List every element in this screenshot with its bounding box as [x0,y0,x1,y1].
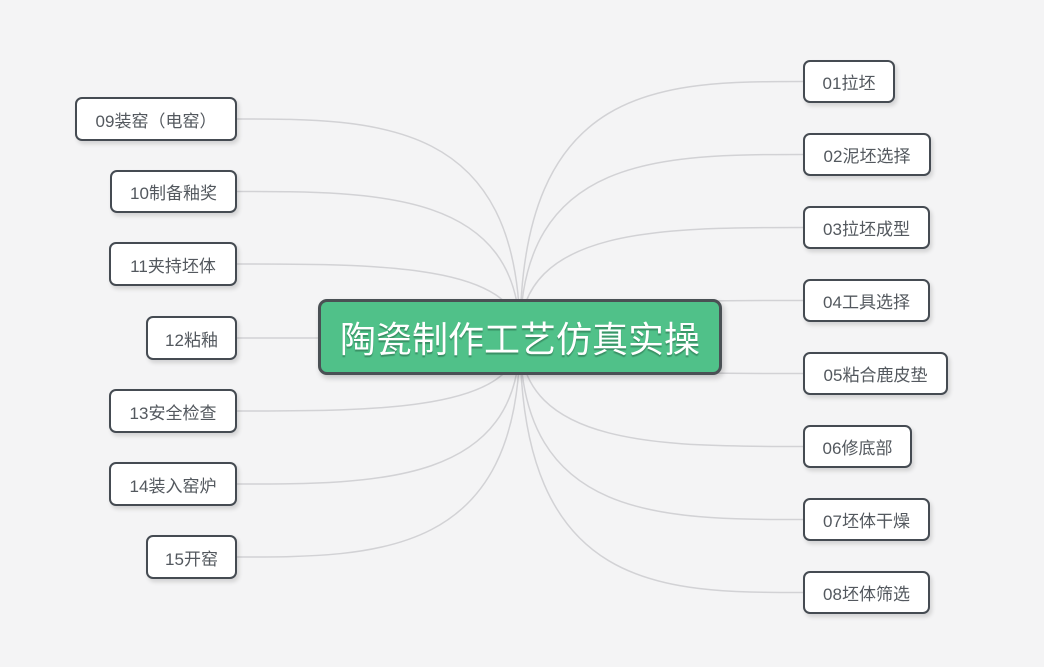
left-topic-node[interactable]: 14装入窑炉 [109,462,237,506]
left-topic-node[interactable]: 12粘釉 [146,316,237,360]
right-topic-node[interactable]: 01拉坯 [803,60,895,103]
central-topic[interactable]: 陶瓷制作工艺仿真实操 [318,299,722,375]
central-topic-label: 陶瓷制作工艺仿真实操 [339,319,700,360]
left-topic-node[interactable]: 15开窑 [146,535,237,579]
connector-line [519,80,804,338]
left-topic-node[interactable]: 11夹持坯体 [109,242,237,286]
right-topic-node[interactable]: 08坯体筛选 [803,571,930,614]
connector-line [236,336,521,558]
right-topic-node[interactable]: 05粘合鹿皮垫 [803,352,948,395]
right-topic-node[interactable]: 03拉坯成型 [803,206,930,249]
connector-line [236,336,521,485]
connector-line [236,118,521,338]
right-topic-node[interactable]: 02泥坯选择 [803,133,931,176]
connector-line [519,336,804,521]
connector-line [519,153,804,338]
left-topic-node[interactable]: 10制备釉奖 [110,170,237,213]
right-topic-node[interactable]: 04工具选择 [803,279,930,322]
right-topic-node[interactable]: 06修底部 [803,425,912,468]
connector-line [519,336,804,448]
right-topic-node[interactable]: 07坯体干燥 [803,498,930,541]
connector-line [519,226,804,338]
connector-line [519,336,804,594]
left-topic-node[interactable]: 09装窑（电窑） [75,97,237,141]
left-topic-node[interactable]: 13安全检查 [109,389,237,433]
connector-line [236,190,521,338]
